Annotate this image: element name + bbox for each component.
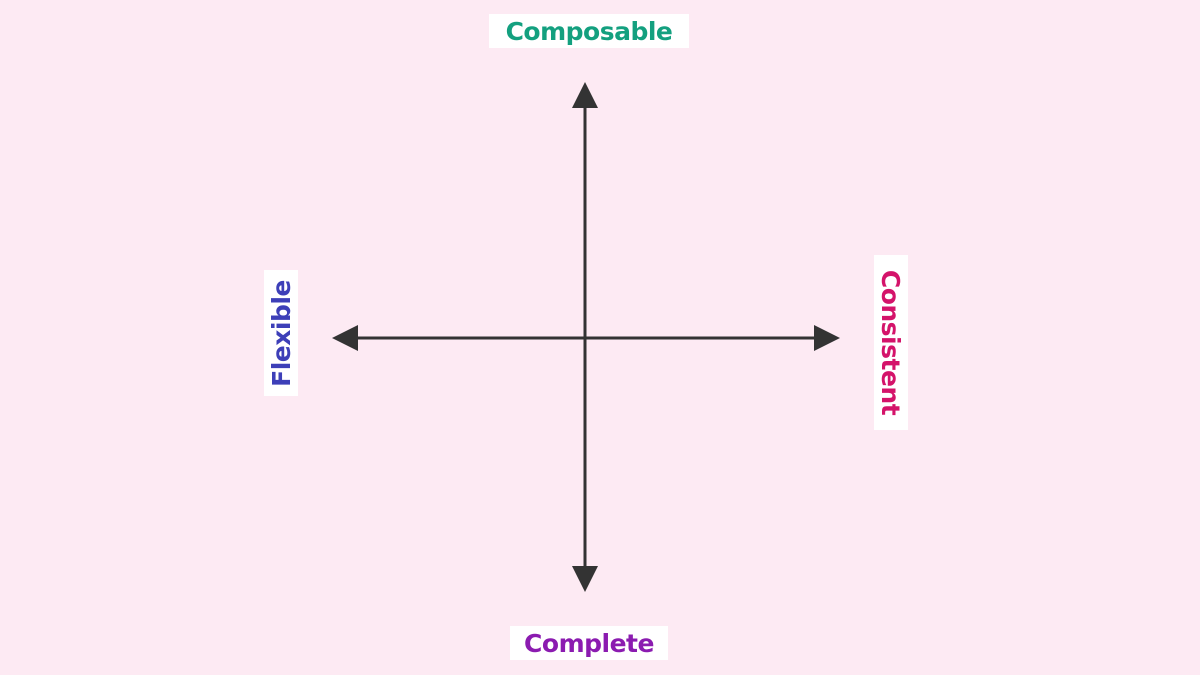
arrow-left-icon xyxy=(332,325,358,351)
arrow-right-icon xyxy=(814,325,840,351)
label-consistent: Consistent xyxy=(874,255,908,430)
label-composable: Composable xyxy=(489,14,689,48)
label-text: Complete xyxy=(524,628,654,658)
arrow-up-icon xyxy=(572,82,598,108)
arrow-down-icon xyxy=(572,566,598,592)
label-text: Flexible xyxy=(266,279,296,387)
label-text: Composable xyxy=(505,16,673,46)
label-flexible: Flexible xyxy=(264,270,298,396)
label-complete: Complete xyxy=(510,626,668,660)
label-text: Consistent xyxy=(876,269,906,416)
